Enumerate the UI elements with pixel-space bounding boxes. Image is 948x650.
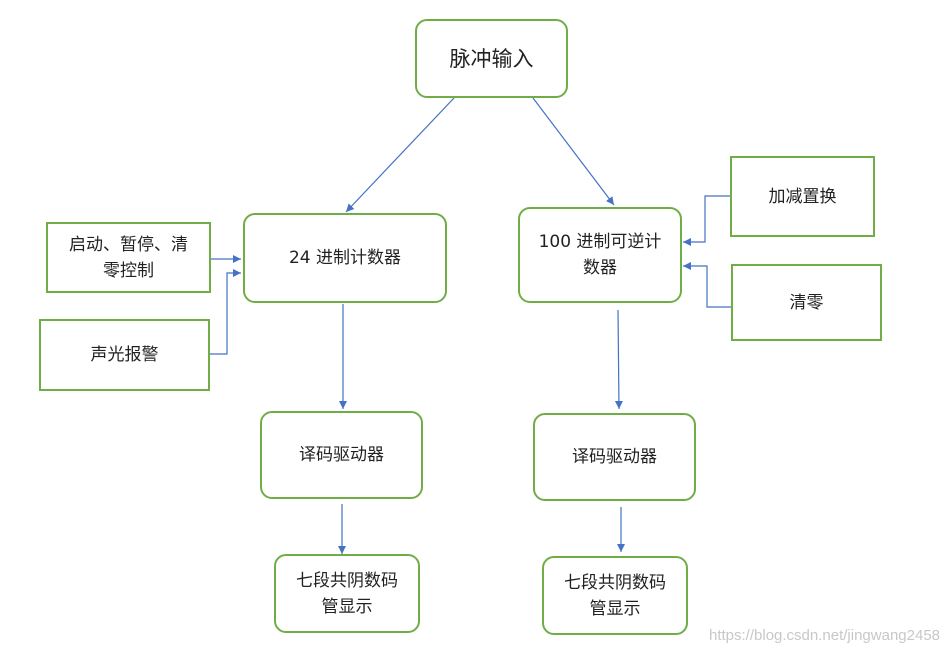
node-counter-24: 24 进制计数器 <box>243 213 447 303</box>
arrow-clear-to-counter100 <box>683 262 732 308</box>
node-decoder-left: 译码驱动器 <box>260 411 423 499</box>
node-decoder-left-label: 译码驱动器 <box>299 445 384 465</box>
node-display-right: 七段共阴数码 管显示 <box>542 556 688 635</box>
node-start-pause-clear: 启动、暂停、清 零控制 <box>46 222 211 293</box>
node-display-right-label: 七段共阴数码 管显示 <box>564 572 666 619</box>
node-pulse-input-label: 脉冲输入 <box>449 46 534 71</box>
node-decoder-right-label: 译码驱动器 <box>572 447 657 467</box>
node-pulse-input: 脉冲输入 <box>415 19 568 98</box>
node-counter-24-label: 24 进制计数器 <box>288 248 402 268</box>
node-counter-100: 100 进制可逆计 数器 <box>518 207 682 303</box>
node-add-sub-switch: 加减置换 <box>730 156 875 237</box>
node-clear-label: 清零 <box>789 292 824 313</box>
arrow-addsub-to-counter100 <box>683 195 731 246</box>
node-sound-light-alarm: 声光报警 <box>39 319 210 391</box>
node-display-left: 七段共阴数码 管显示 <box>274 554 420 633</box>
node-counter-100-label: 100 进制可逆计 数器 <box>538 232 662 278</box>
arrow-alarm-to-counter24 <box>210 269 241 355</box>
node-clear: 清零 <box>731 264 882 341</box>
watermark-text: https://blog.csdn.net/jingwang2458 <box>709 627 940 644</box>
node-display-left-label: 七段共阴数码 管显示 <box>296 570 398 617</box>
node-decoder-right: 译码驱动器 <box>533 413 696 501</box>
arrow-counter100-to-decoder <box>614 309 623 410</box>
node-sound-light-alarm-label: 声光报警 <box>90 345 159 365</box>
arrow-pulse-to-counter24 <box>345 97 455 213</box>
arrow-pulse-to-counter100 <box>532 97 615 206</box>
node-add-sub-switch-label: 加减置换 <box>768 186 837 207</box>
node-start-pause-clear-label: 启动、暂停、清 零控制 <box>69 234 188 281</box>
